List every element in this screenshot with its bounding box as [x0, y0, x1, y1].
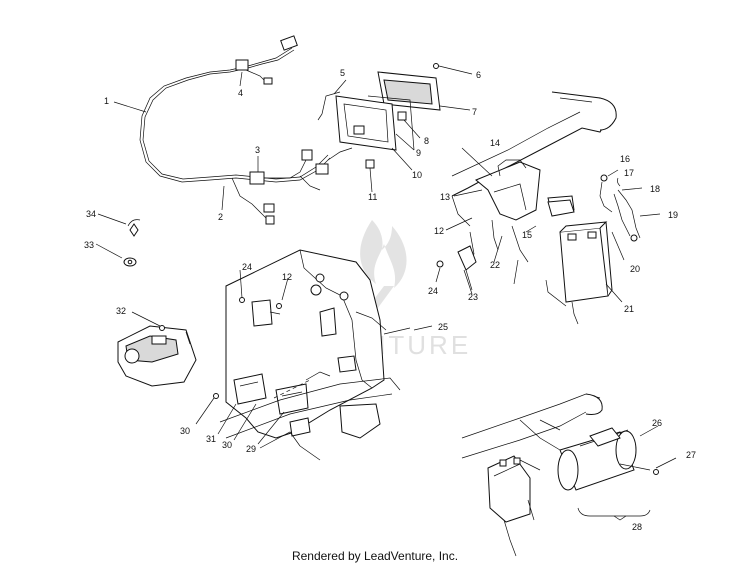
callout-19: 19: [668, 210, 678, 220]
callout-15: 15: [522, 230, 532, 240]
callout-4: 4: [238, 88, 243, 98]
callout-31: 31: [206, 434, 216, 444]
callout-5: 5: [340, 68, 345, 78]
callout-30-right: 30: [222, 440, 232, 450]
callout-labels: 1 2 3 4 5 6 7 8 9 10 11 12 13 14 15 16 1…: [84, 68, 696, 532]
callout-1: 1: [104, 96, 109, 106]
battery-assembly: [545, 169, 661, 325]
callout-18: 18: [650, 184, 660, 194]
callout-22: 22: [490, 260, 500, 270]
starter-assembly: [461, 393, 677, 557]
callout-13: 13: [440, 192, 450, 202]
callout-30-left: 30: [180, 426, 190, 436]
callout-21: 21: [624, 304, 634, 314]
callout-29: 29: [246, 444, 256, 454]
oil-tank: [117, 325, 197, 387]
callout-20: 20: [630, 264, 640, 274]
callout-9: 9: [416, 148, 421, 158]
callout-28: 28: [632, 522, 642, 532]
callout-3: 3: [255, 145, 260, 155]
callout-17: 17: [624, 168, 634, 178]
callout-12-lower: 12: [282, 272, 292, 282]
callout-11: 11: [368, 192, 377, 202]
callout-10: 10: [412, 170, 422, 180]
footer-credit: Rendered by LeadVenture, Inc.: [291, 549, 459, 563]
callout-8: 8: [424, 136, 429, 146]
callout-26: 26: [652, 418, 662, 428]
callout-16: 16: [620, 154, 630, 164]
frame-lower: [219, 377, 401, 461]
wiring-harness: [139, 35, 353, 225]
leader-lines: [95, 71, 537, 445]
callout-24-right: 24: [428, 286, 438, 296]
callout-33: 33: [84, 240, 94, 250]
callout-6: 6: [476, 70, 481, 80]
callout-25: 25: [438, 322, 448, 332]
callout-2: 2: [218, 212, 223, 222]
callout-32: 32: [116, 306, 126, 316]
mount-plate: [213, 249, 411, 439]
small-clip-parts: [123, 219, 141, 267]
callout-14: 14: [490, 138, 500, 148]
tail-light-assembly: [317, 63, 473, 193]
callout-24-left: 24: [242, 262, 252, 272]
callout-12-upper: 12: [434, 226, 444, 236]
callout-23: 23: [468, 292, 478, 302]
frame-upper: [435, 91, 617, 291]
callout-7: 7: [472, 107, 477, 117]
callout-34: 34: [86, 209, 96, 219]
callout-27: 27: [686, 450, 696, 460]
